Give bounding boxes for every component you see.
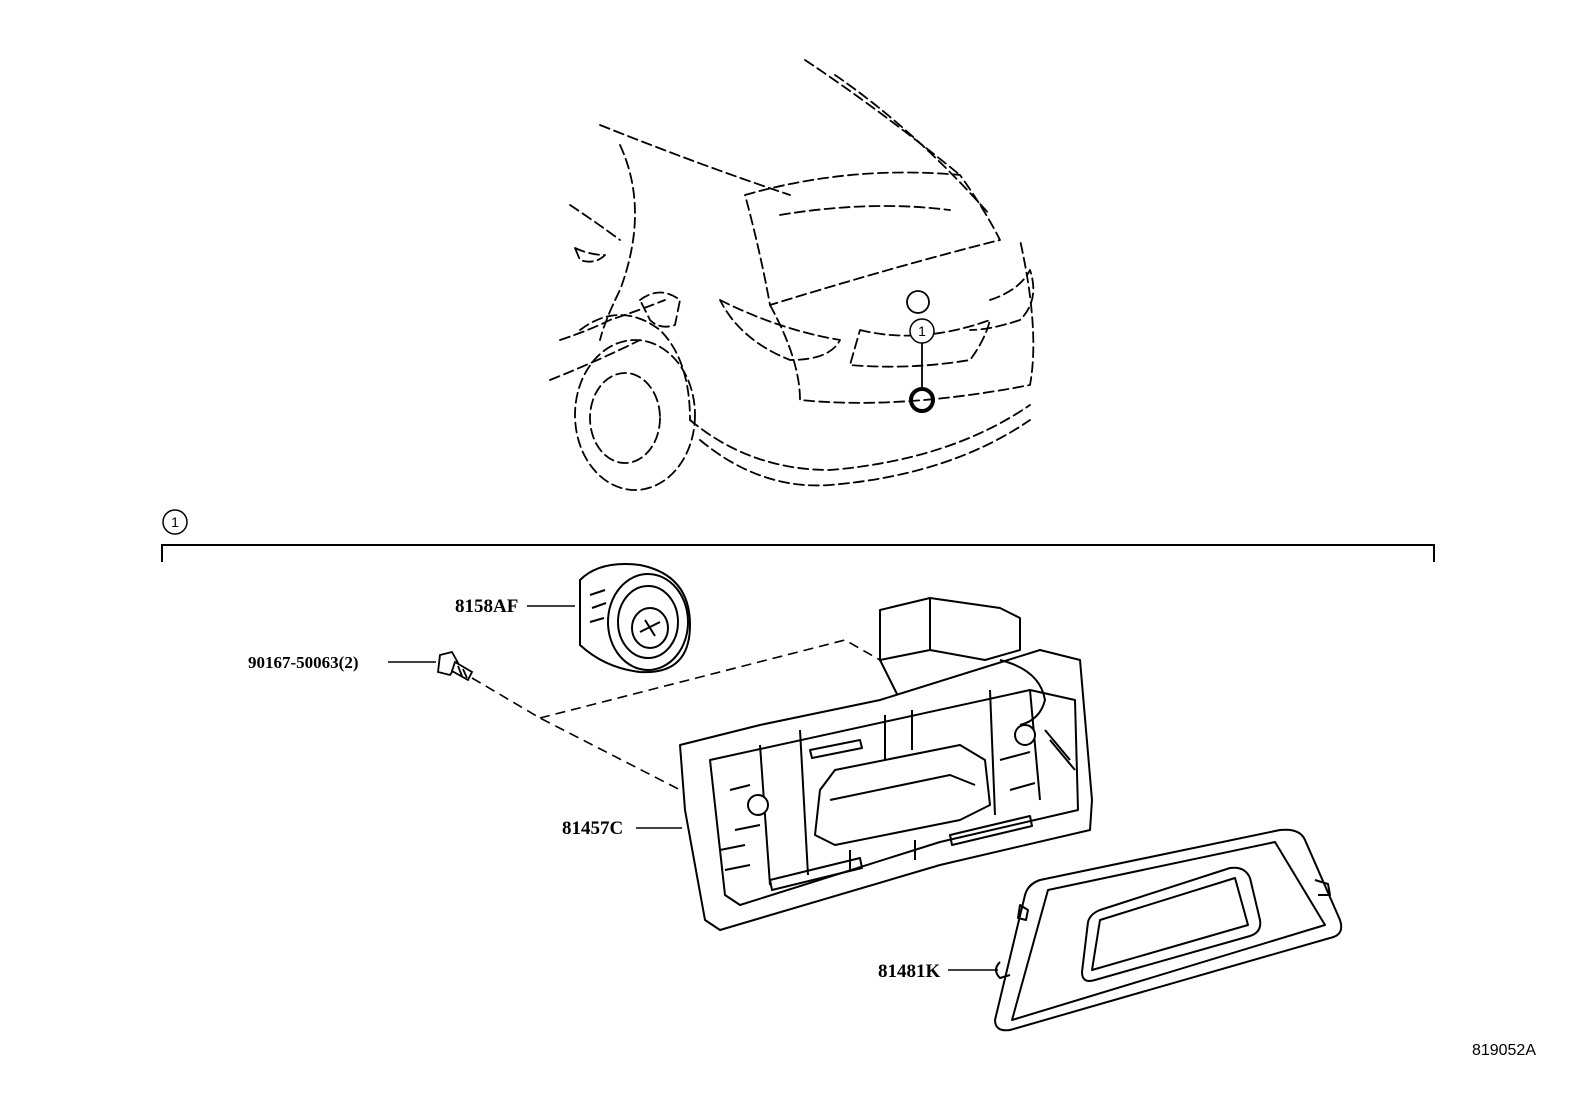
car-rear-illustration bbox=[549, 59, 1035, 491]
part-label-81457C: 81457C bbox=[562, 818, 623, 839]
part-label-81481K: 81481K bbox=[878, 961, 941, 982]
cover-frame-part bbox=[994, 828, 1343, 1032]
camera-location-marker bbox=[909, 387, 935, 413]
bracket-housing-part bbox=[679, 597, 1093, 931]
callout-number-car: 1 bbox=[918, 323, 926, 339]
section-bracket: 1 bbox=[161, 509, 1435, 562]
part-label-8158AF: 8158AF bbox=[455, 596, 518, 617]
emblem-circle bbox=[906, 290, 930, 314]
part-label-90167-50063: 90167-50063(2) bbox=[248, 653, 358, 672]
figure-id: 819052A bbox=[1472, 1042, 1536, 1059]
callout-marker-car: 1 bbox=[909, 318, 935, 413]
screw-part bbox=[437, 650, 474, 682]
callout-number-section: 1 bbox=[171, 514, 179, 530]
assembly-guide-lines bbox=[471, 639, 881, 796]
camera-module-part bbox=[579, 563, 692, 674]
